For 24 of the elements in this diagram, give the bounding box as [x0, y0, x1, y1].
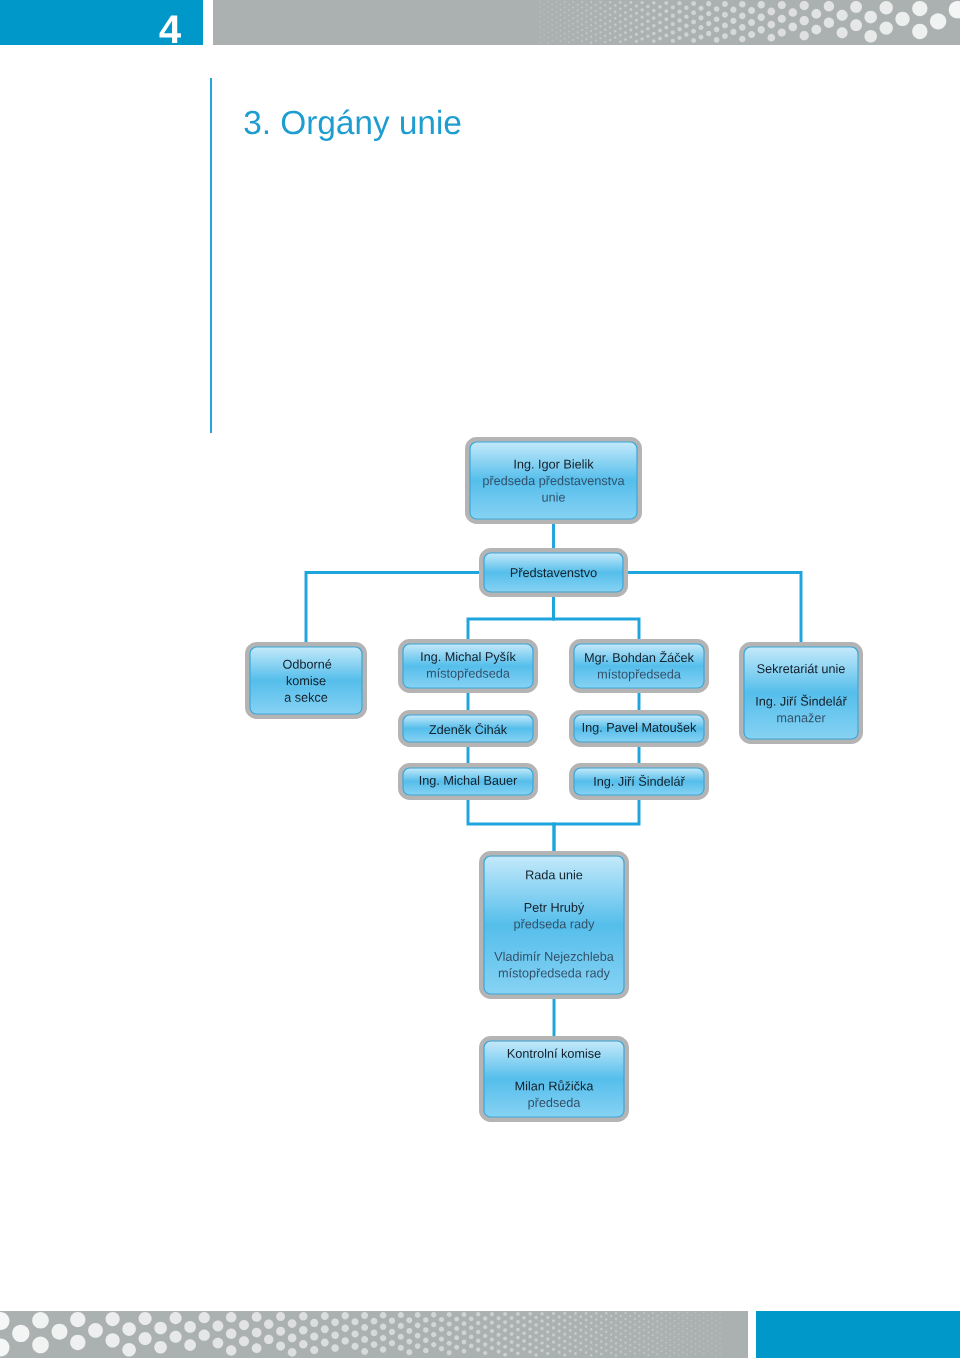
connector-line	[552, 597, 641, 639]
org-chart-box: Ing. Igor Bielik předseda představenstva unie	[465, 437, 642, 524]
org-chart-box: Ing. Jiří Šindelář	[569, 763, 709, 800]
org-chart-box: Zdeněk Čihák	[398, 710, 538, 747]
chapter-number: 4	[159, 15, 181, 43]
org-chart-box: Rada unie Petr Hrubý předseda rady Vladimír Nejezchleba místopředseda rady	[479, 851, 629, 999]
org-chart-box: Ing. Michal Pyšík místopředseda	[398, 639, 538, 693]
org-chart-box: Ing. Michal Bauer	[398, 763, 538, 800]
org-chart-box: Odborné komise a sekce	[245, 642, 367, 719]
connector-line	[637, 693, 641, 710]
org-chart-box: Kontrolní komise Milan Růžička předseda	[479, 1036, 629, 1122]
connector-line	[466, 693, 470, 710]
connector-line	[304, 571, 479, 642]
connector-line	[552, 999, 556, 1036]
connector-line	[552, 800, 641, 851]
org-chart-box: Ing. Pavel Matoušek	[569, 710, 709, 747]
connector-line	[628, 571, 803, 642]
org-chart-box: Sekretariát unie Ing. Jiří Šindelář manažer	[739, 642, 863, 744]
org-chart-box: Mgr. Bohdan Žáček místopředseda	[569, 639, 709, 693]
connector-line	[637, 747, 641, 763]
connector-line	[466, 747, 470, 763]
org-chart-box: Představenstvo	[479, 548, 628, 597]
page-title: 3. Orgány unie	[244, 109, 461, 141]
connector-line	[552, 524, 555, 548]
